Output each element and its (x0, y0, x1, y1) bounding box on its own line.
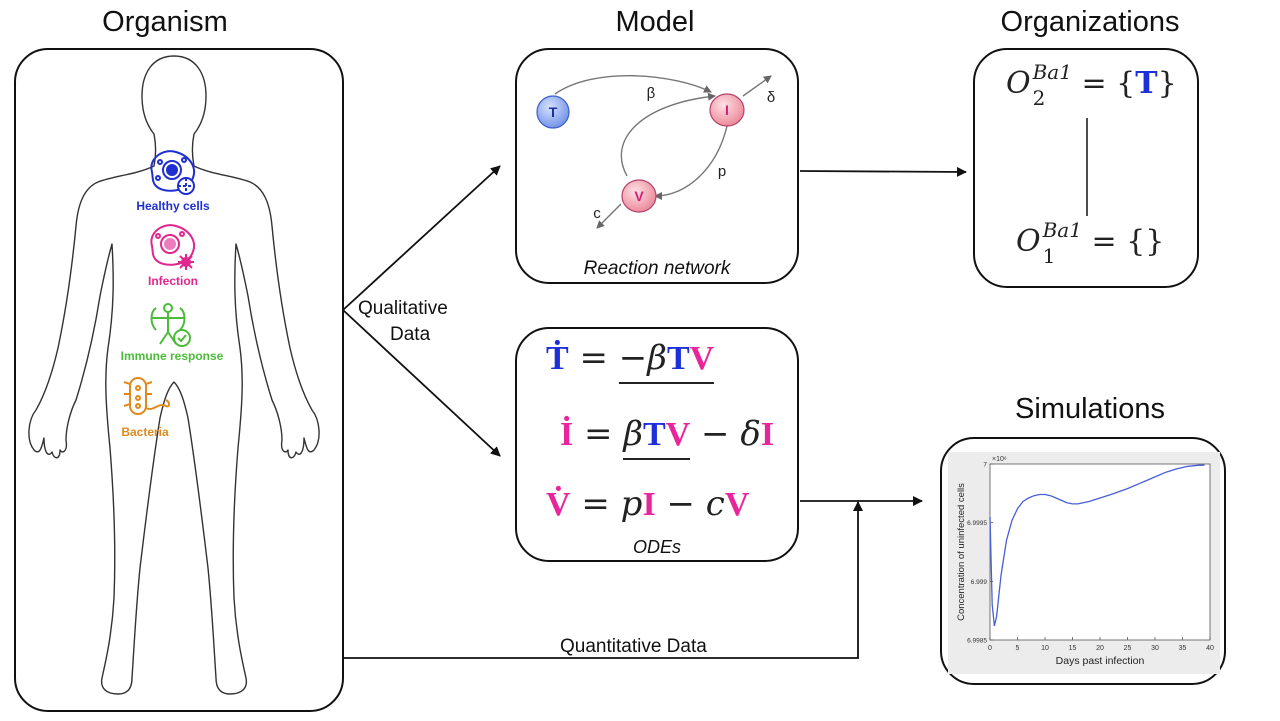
quantitative-label: Quantitative Data (560, 636, 707, 657)
qualitative-to-model-arrow (342, 165, 501, 311)
x-tick-label: 35 (1179, 645, 1187, 652)
healthy-cells-label: Healthy cells (136, 199, 210, 213)
odes-caption: ODEs (632, 537, 681, 557)
infected-cell-icon (150, 224, 195, 270)
y-tick-label: 6.999 (971, 579, 988, 586)
organism-title: Organism (102, 6, 228, 38)
organization-hierarchy-line (1086, 118, 1088, 216)
immune-response-label: Immune response (120, 349, 224, 363)
node-i-label: I (725, 102, 729, 118)
x-tick-label: 25 (1124, 645, 1132, 652)
simulations-title: Simulations (1015, 393, 1165, 425)
organism-panel (14, 48, 344, 712)
y-tick-label: 6.9995 (967, 520, 987, 527)
qualitative-to-odes-arrow (342, 309, 501, 457)
qualitative-label-line2: Data (390, 324, 431, 345)
y-tick-label: 6.9985 (967, 638, 987, 645)
param-beta: β (647, 85, 656, 102)
edge-i-to-v (654, 125, 728, 200)
infection-label: Infection (148, 274, 198, 288)
bacteria-icon (123, 377, 170, 415)
node-v-label: V (634, 188, 644, 204)
quantitative-data-arrow (343, 501, 863, 659)
reaction-network-panel (515, 48, 799, 284)
edge-v-to-i-left (620, 92, 716, 177)
edge-t-to-i (554, 75, 712, 95)
param-p: p (718, 163, 726, 180)
human-silhouette (28, 55, 320, 695)
reaction-network-diagram: T I V β δ p c (536, 75, 775, 229)
param-c: c (593, 205, 601, 222)
x-tick-label: 10 (1041, 645, 1049, 652)
node-t (536, 95, 570, 129)
odes-panel (515, 327, 799, 562)
bacteria-label: Bacteria (121, 425, 169, 439)
ode-t: Ṫ = −βTV (546, 338, 715, 384)
organizations-title: Organizations (1000, 6, 1180, 38)
x-tick-label: 20 (1096, 645, 1104, 652)
edge-i-decay (742, 75, 772, 97)
model-title: Model (615, 6, 695, 38)
ode-v: V̇ = pI − cV (546, 484, 750, 524)
node-t-label: T (549, 104, 558, 120)
x-tick-label: 15 (1069, 645, 1077, 652)
param-delta: δ (767, 89, 775, 106)
y-tick-label: 7 (983, 462, 987, 469)
node-i (709, 93, 745, 127)
ode-i: İ = βTV − δI (560, 414, 774, 460)
x-tick-label: 30 (1151, 645, 1159, 652)
x-tick-label: 0 (988, 645, 992, 652)
simulation-ylabel: Concentration of uninfected cells (956, 483, 967, 621)
model-to-organizations-arrow (799, 166, 967, 177)
immune-response-icon (150, 303, 191, 347)
simulation-xlabel: Days past infection (1056, 655, 1145, 667)
x-tick-label: 40 (1206, 645, 1214, 652)
qualitative-label-line1: Qualitative (358, 298, 448, 319)
simulation-series-line (989, 464, 1205, 627)
simulation-exponent: ×10⁶ (992, 456, 1007, 463)
reaction-network-caption: Reaction network (583, 258, 731, 279)
x-tick-label: 5 (1016, 645, 1020, 652)
healthy-cell-icon (150, 150, 195, 195)
edge-v-decay (596, 203, 622, 229)
organizations-panel (973, 48, 1199, 288)
node-v (621, 179, 657, 213)
